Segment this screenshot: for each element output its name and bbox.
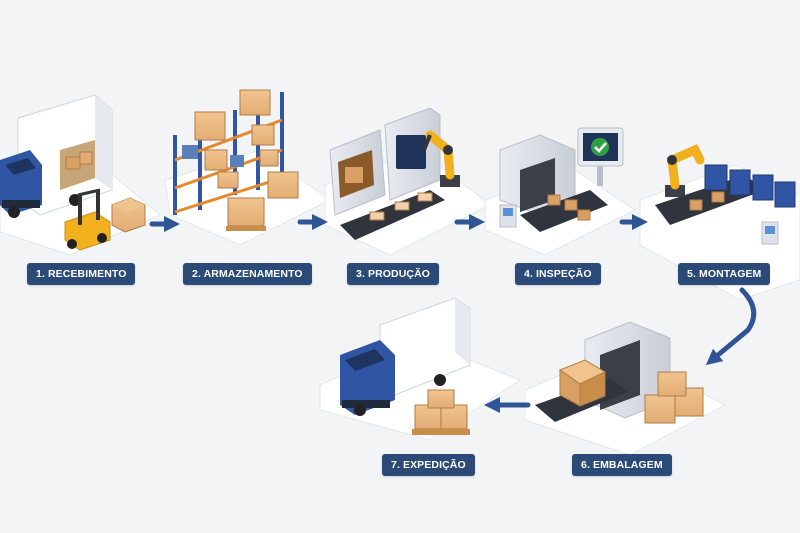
step-label-embalagem: 6. EMBALAGEM (572, 454, 672, 476)
step-label-armazenamento: 2. ARMAZENAMENTO (183, 263, 312, 285)
step-label-montagem: 5. MONTAGEM (678, 263, 770, 285)
packaging-machine-icon (535, 322, 703, 423)
arrow-5-6 (712, 290, 754, 360)
step-label-inspecao: 4. INSPEÇÃO (515, 263, 601, 285)
step-label-recebimento: 1. RECEBIMENTO (27, 263, 135, 285)
step-label-producao: 3. PRODUÇÃO (347, 263, 439, 285)
step-label-expedicao: 7. EXPEDIÇÃO (382, 454, 475, 476)
